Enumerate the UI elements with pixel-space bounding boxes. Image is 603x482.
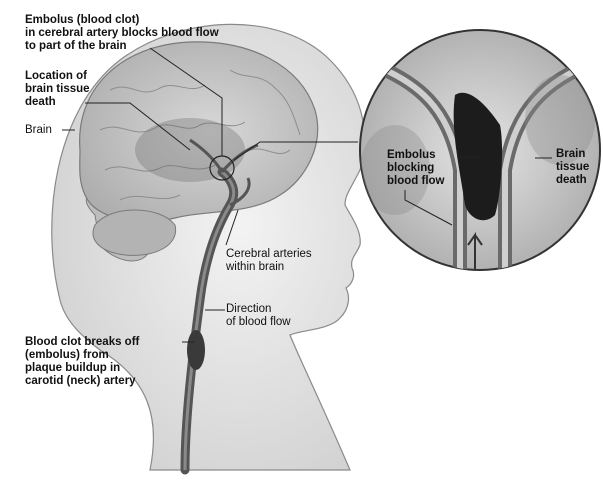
label-clot-breaks: Blood clot breaks off (embolus) from pla…: [25, 336, 139, 388]
label-location: Location of brain tissue death: [25, 70, 90, 109]
label-embolus-top: Embolus (blood clot) in cerebral artery …: [25, 14, 219, 53]
label-brain: Brain: [25, 124, 52, 137]
label-tissue-death: Brain tissue death: [556, 148, 589, 187]
plaque-clot: [187, 330, 205, 370]
label-direction: Direction of blood flow: [226, 303, 291, 329]
cerebellum: [93, 210, 176, 255]
label-embolus-blocking: Embolus blocking blood flow: [387, 149, 444, 188]
label-cerebral-arteries: Cerebral arteries within brain: [226, 248, 312, 274]
